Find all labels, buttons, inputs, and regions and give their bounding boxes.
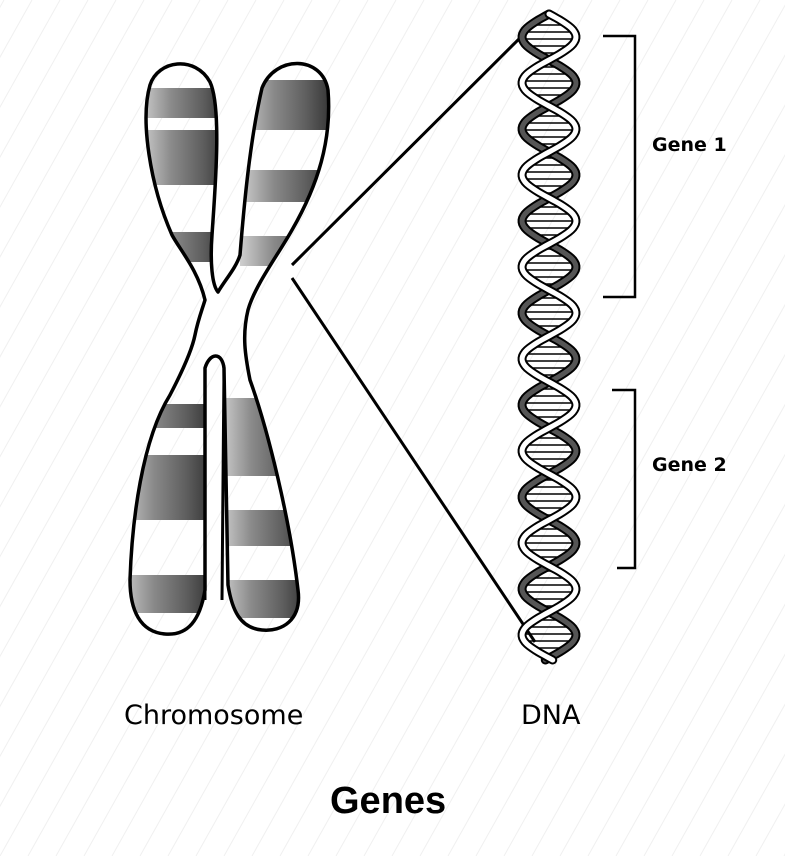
hatch-line	[0, 0, 4, 856]
dna-label: DNA	[521, 700, 580, 731]
diagram-title: Genes	[330, 780, 446, 823]
gene-1-label: Gene 1	[652, 134, 727, 156]
chromatid-gap	[205, 356, 224, 600]
zoom-line-lower	[292, 278, 535, 642]
hatch-line	[616, 0, 785, 856]
chromosome	[120, 63, 335, 634]
hatch-line	[392, 0, 785, 856]
hatch-line	[644, 0, 785, 856]
hatch-line	[448, 0, 785, 856]
chromosome-label: Chromosome	[124, 700, 303, 731]
gene-1-bracket	[603, 36, 635, 297]
hatch-line	[756, 0, 785, 856]
zoom-line-upper	[292, 28, 530, 265]
hatch-line	[588, 0, 785, 856]
band	[240, 170, 335, 202]
hatch-line	[560, 0, 785, 856]
hatch-line	[420, 0, 785, 856]
band	[220, 398, 310, 476]
gene-2-label: Gene 2	[652, 454, 727, 476]
hatch-line	[728, 0, 785, 856]
hatch-line	[0, 0, 60, 856]
hatch-line	[0, 0, 116, 856]
band	[220, 510, 310, 546]
hatch-line	[672, 0, 785, 856]
